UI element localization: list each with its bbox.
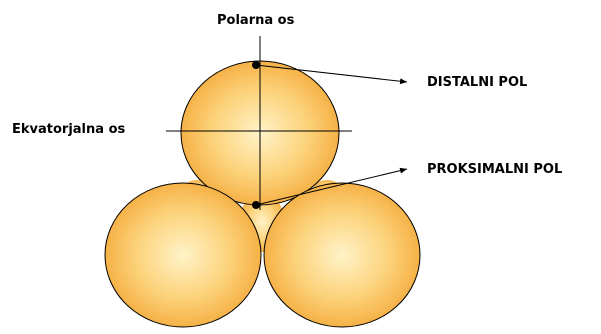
proximal-pole-point <box>252 201 260 209</box>
distal-pole-arrow <box>255 64 408 85</box>
bottom-left-sphere <box>104 182 262 328</box>
proximal-pole-label: PROKSIMALNI POL <box>427 162 563 177</box>
equatorial-axis-label: Ekvatorjalna os <box>12 122 126 137</box>
bottom-right-sphere <box>263 182 421 328</box>
polar-axis-label: Polarna os <box>217 13 295 28</box>
proximal-pole-arrow <box>255 167 408 206</box>
distal-pole-label: DISTALNI POL <box>427 75 528 90</box>
